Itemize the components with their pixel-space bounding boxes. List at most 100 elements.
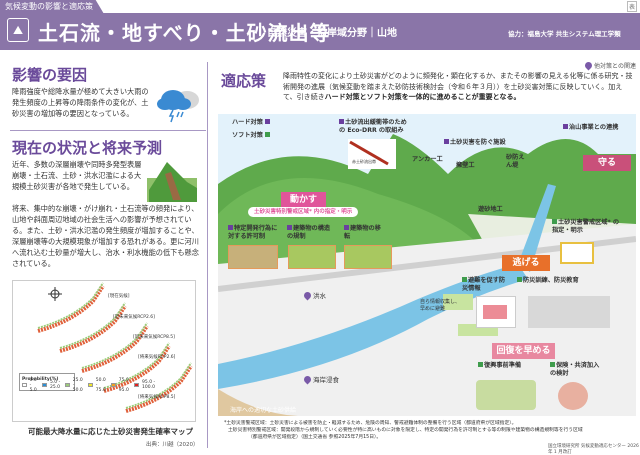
facilities-label: 土砂災害を防ぐ施設 xyxy=(444,139,506,147)
legend-hard-label: ハード対策 xyxy=(232,119,263,126)
map-source: 出典：川越（2020） xyxy=(146,442,199,448)
footnote: *土砂災害警戒区域：土砂災害による被害を防止・軽減するため、危険の周知、警戒避難… xyxy=(224,420,634,441)
legend-item: 75.0 - 95.0 xyxy=(111,378,131,393)
map-legend: Probability(%) 0.0 - 5.0 5.0 - 25.0 25.0 -… xyxy=(19,373,155,393)
japan-map xyxy=(81,324,149,373)
adaptation-heading: 適応策 xyxy=(221,72,267,90)
soft-swatch xyxy=(265,132,271,137)
legend-swatch xyxy=(42,383,47,387)
page-subtitle: 自然災害・沿岸域分野｜山地 xyxy=(267,28,397,39)
structure-image xyxy=(288,245,336,269)
sabo-dam-label: 砂防えん堤 xyxy=(506,154,525,169)
disaster-info-label: 避難を促す防災情報 xyxy=(462,277,510,293)
title-band: ⛰ 土石流・地すべり・土砂流出等 自然災害・沿岸域分野｜山地 協力：福島大学 共… xyxy=(0,13,640,50)
legend-range: 5.0 - 25.0 xyxy=(49,380,61,390)
section-divider xyxy=(10,130,206,131)
impact-text: 降雨強度や総降水量が極めて大きい大雨の発生頻度の上昇等の降雨条件の変化が、土砂災… xyxy=(12,87,149,118)
probability-map: [現在気候] [近未来気候RCP2.6] [近未来気候RCP8.5] [将来気候RCP… xyxy=(12,280,196,422)
legend-swatch xyxy=(134,383,140,387)
footnote-line: （都道府県が区域指定）（国土交通省 参照2025年7月15日）。 xyxy=(248,435,382,440)
evacuate-badge: 逃げる xyxy=(502,255,550,271)
related-measures-link[interactable]: 他対策との関連 xyxy=(583,60,636,71)
protect-badge: 守る xyxy=(583,155,631,171)
flood-marker[interactable]: 洪水 xyxy=(302,290,326,300)
pre-recovery-image xyxy=(476,380,536,410)
legend-item: 0.0 - 5.0 xyxy=(22,378,39,393)
japan-map xyxy=(59,304,127,353)
japan-map xyxy=(37,282,104,329)
flood-label: 洪水 xyxy=(313,292,326,300)
self-info-label: 自ら情報収集し、早めに避難 xyxy=(420,299,461,312)
sand-supply-label: 海岸への適切な土砂供給 xyxy=(230,407,297,414)
adaptation-text-bold: ハード対策とソフト対策を一体的に進めることが重要となる。 xyxy=(324,93,521,101)
legend-item: 95.0 - 100.0 xyxy=(134,380,157,390)
legend-hard: ハード対策 xyxy=(232,119,271,127)
legend-title: Probability(%) xyxy=(22,376,59,382)
scenario-label: [近未来気候RCP2.6] xyxy=(113,315,155,320)
page-title: 土石流・地すべり・土砂流出等 xyxy=(38,21,331,45)
hazard-map-image xyxy=(476,296,516,328)
footnote-line: *土砂災害警戒区域：土砂災害による被害を防止・軽減するため、危険の周知、警戒避難… xyxy=(224,421,517,426)
pin-icon xyxy=(302,374,313,384)
map-caption: 可能最大降水量に応じた土砂災害発生確率マップ xyxy=(28,427,193,436)
special-zone-pill: 土砂災害特別警戒区域* 内の指定・明示 xyxy=(248,207,359,217)
relocate-label: 建築物の移転 xyxy=(344,225,384,241)
coast-erosion-marker[interactable]: 海岸浸食 xyxy=(302,374,339,384)
pin-icon xyxy=(583,60,594,71)
relocate-image xyxy=(344,245,392,269)
hard-swatch xyxy=(265,119,271,124)
rain-cloud-icon xyxy=(157,90,199,123)
legend-item: 25.0 - 50.0 xyxy=(65,378,85,393)
permit-label: 特定開発行為に対する許可制 xyxy=(228,225,283,241)
recover-badge: 回復を早める xyxy=(492,343,555,359)
eco-drr-small: 赤土砂流出帯 xyxy=(352,159,376,164)
adaptation-text-main: 降雨特性の変化により土砂災害がどのように頻発化・顕在化するか、またその影響の見え… xyxy=(283,72,633,101)
related-label: 他対策との関連 xyxy=(594,63,636,70)
current-heading: 現在の状況と将来予測 xyxy=(12,139,163,157)
legend-swatch xyxy=(111,383,116,387)
page-marker: 表 xyxy=(626,1,637,12)
move-badge: 動かす xyxy=(281,192,326,208)
scenario-label: [近未来気候RCP8.5] xyxy=(133,335,175,340)
legend-swatch xyxy=(88,383,93,387)
landslide-icon: ⛰ xyxy=(7,18,29,42)
adaptation-illustration: ハード対策 ソフト対策 土砂流出緩衝帯のための Eco-DRR の取組み 赤土砂… xyxy=(218,114,636,416)
legend-range: 50.0 - 75.0 xyxy=(95,377,106,393)
legend-range: 95.0 - 100.0 xyxy=(142,380,156,390)
series-tab: 気候変動の影響と適応策 xyxy=(0,0,104,14)
japan-map xyxy=(125,362,192,409)
landslide-illustration xyxy=(147,162,197,202)
legend-swatch xyxy=(22,383,27,387)
forest-label: 治山事業との連携 xyxy=(563,124,618,132)
legend-soft: ソフト対策 xyxy=(232,132,271,140)
anchor-label: アンカー工 xyxy=(412,156,443,163)
scenario-label: [現在気候] xyxy=(108,294,130,299)
permit-image xyxy=(228,245,278,269)
legend-item: 5.0 - 25.0 xyxy=(42,380,62,390)
credit: 国立環境研究所 気候変動適応センター 2026 年 1 月改訂 xyxy=(548,444,639,455)
compass-icon xyxy=(48,287,62,301)
scenario-label: [将来気候RCP2.6] xyxy=(138,355,176,360)
warning-sign xyxy=(560,242,594,264)
column-divider xyxy=(207,62,208,448)
sediment-basin-label: 遊砂地工 xyxy=(478,206,503,213)
drill-image xyxy=(528,296,610,328)
footnote-line: 土砂災害特別警戒区域：開発段階から規制していく必要性が特に高いものに対象を限定し… xyxy=(228,428,583,433)
japan-map xyxy=(37,284,105,333)
scenario-label: [将来気候RCP8.5] xyxy=(138,395,176,400)
insurance-image xyxy=(558,382,588,410)
warning-zone-label: 土砂災害警戒区域* の指定・明示 xyxy=(552,219,622,235)
insurance-label: 保険・共済加入の検討 xyxy=(550,362,605,378)
japan-map xyxy=(59,302,126,349)
adaptation-text: 降雨特性の変化により土砂災害がどのように頻発化・顕在化するか、またその影響の見え… xyxy=(283,71,635,103)
japan-map xyxy=(103,344,171,393)
retaining-wall-label: 擁壁工 xyxy=(456,162,475,169)
legend-range: 0.0 - 5.0 xyxy=(29,377,37,393)
eco-drr-label: 土砂流出緩衝帯のための Eco-DRR の取組み xyxy=(339,119,409,135)
pre-recovery-label: 復興事前準備 xyxy=(478,362,521,370)
legend-item: 50.0 - 75.0 xyxy=(88,378,108,393)
impact-heading: 影響の要因 xyxy=(12,66,88,84)
pin-icon xyxy=(302,290,313,300)
current-text-2: 将来、集中的な崩壊・がけ崩れ・土石流等の頻発により、山地や斜面周辺地域の社会生活… xyxy=(12,204,199,268)
japan-maps xyxy=(37,282,193,413)
